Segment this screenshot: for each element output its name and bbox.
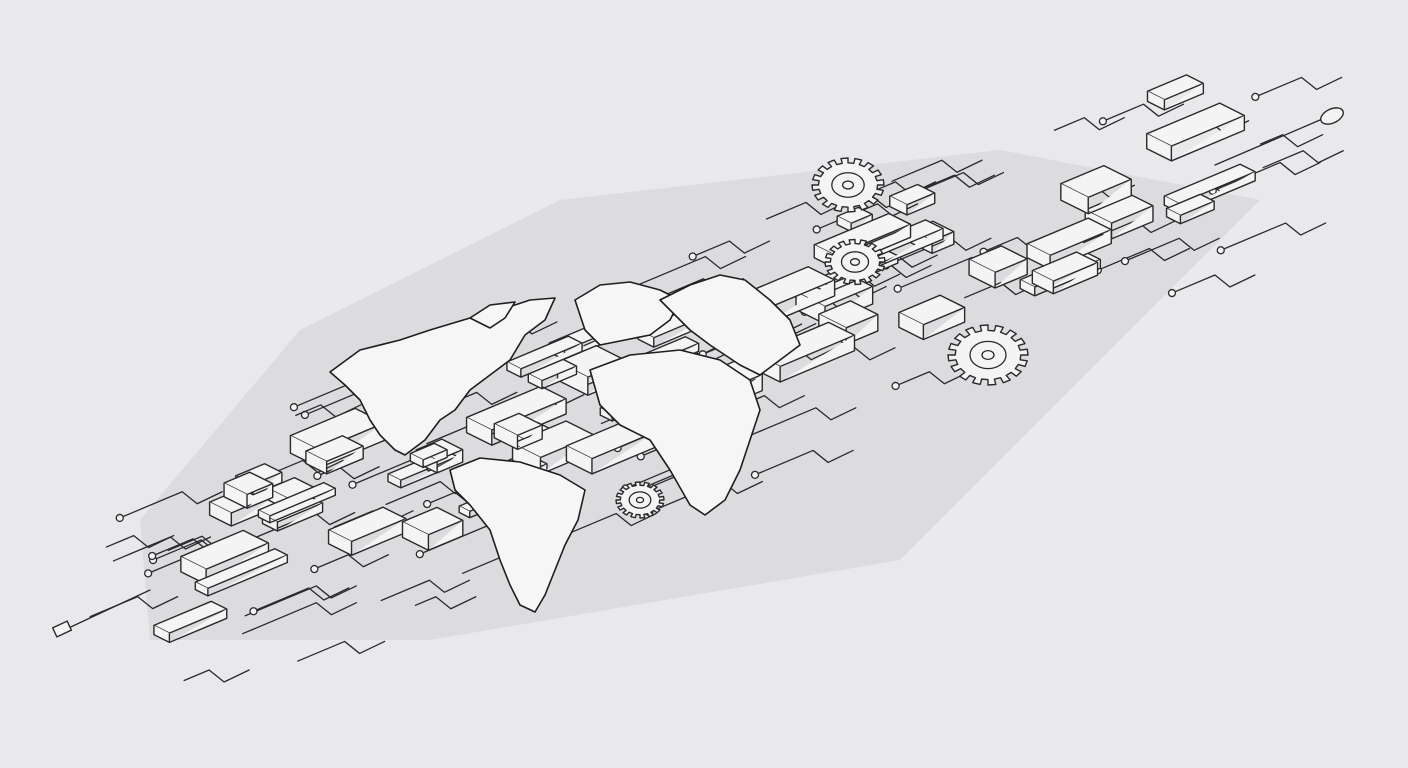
circuit-trace — [1171, 274, 1256, 294]
world-map — [329, 274, 801, 613]
trace-pad — [1216, 246, 1225, 255]
circuit-trace — [885, 237, 992, 267]
trace-pad — [148, 551, 157, 561]
machine-block-side — [194, 554, 289, 597]
probe-left — [51, 589, 151, 638]
trace-pad — [415, 550, 424, 559]
machine-block-side — [968, 258, 1028, 289]
circuit-trace — [550, 512, 657, 542]
north-america — [329, 297, 556, 456]
machine-block-side — [493, 423, 543, 451]
trace-pad — [1167, 288, 1177, 298]
trace-pad — [115, 513, 124, 523]
machine-block-side — [898, 307, 966, 341]
machine-blocks — [153, 74, 1256, 644]
machine-block-side — [527, 366, 578, 390]
africa — [589, 349, 761, 516]
south-america — [449, 457, 586, 613]
machine-block-side — [1146, 83, 1205, 111]
machine-block-side — [1019, 259, 1102, 297]
probe-right — [1214, 107, 1344, 166]
circuit-trace — [119, 491, 223, 519]
circuit-trace — [1053, 117, 1125, 131]
machine-block-side — [401, 520, 464, 551]
trace-pad — [750, 470, 760, 479]
circuit-trace — [891, 159, 983, 182]
trace-pad — [289, 403, 299, 412]
circuit-trace — [692, 240, 771, 258]
trace-pad — [1098, 117, 1108, 126]
circuit-trace — [183, 669, 250, 683]
machine-block-side — [223, 482, 274, 509]
circuit-trace — [414, 596, 477, 610]
circuit-trace — [765, 201, 847, 220]
circuit-trace — [1124, 237, 1220, 262]
circuit-trace — [1254, 76, 1343, 98]
gear-icon — [947, 324, 1029, 386]
gear-axle — [841, 180, 855, 190]
circuit-trace — [380, 579, 471, 602]
asia — [659, 274, 801, 376]
trace-pad — [688, 252, 697, 261]
circuit-trace — [297, 640, 386, 662]
gear-hub — [969, 340, 1007, 370]
trace-pad — [423, 499, 432, 509]
gear-axle — [635, 496, 645, 504]
circuit-trace — [626, 255, 747, 291]
circuit-trace — [112, 536, 212, 562]
gear-hub — [840, 251, 870, 273]
machine-block-side — [409, 449, 448, 469]
circuit-trace — [105, 534, 175, 549]
machine-block-side — [1165, 201, 1215, 225]
gear-hub — [628, 491, 652, 509]
trace-pad — [1120, 256, 1130, 266]
circuit-trace — [754, 449, 854, 476]
gear-hub — [831, 172, 865, 198]
machine-block-side — [506, 343, 583, 378]
gear-axle — [981, 349, 995, 361]
gear-icon — [615, 481, 665, 519]
gear-axle — [849, 258, 861, 266]
trace-pad — [1251, 92, 1260, 102]
machine-block-side — [1146, 115, 1246, 162]
circuit-trace — [244, 585, 357, 617]
trace-pad — [893, 284, 902, 293]
circuit-trace — [1259, 134, 1324, 148]
circuit-trace — [744, 407, 857, 439]
machine-block-side — [1031, 262, 1099, 295]
greenland — [469, 301, 516, 329]
machine-block-side — [305, 446, 364, 475]
circuit-trace — [316, 466, 380, 480]
machine-block-side — [1060, 179, 1132, 215]
machine-block — [1060, 164, 1132, 199]
circuit-trace — [909, 171, 1005, 196]
trace-pad — [313, 471, 322, 481]
circuit-trace — [313, 554, 389, 570]
trace-pad — [143, 569, 153, 578]
trace-pad — [891, 381, 900, 391]
machine-block — [968, 245, 1028, 274]
circuit-trace — [1102, 103, 1185, 122]
gears — [615, 157, 1029, 519]
europe — [574, 281, 681, 346]
circuit-trace — [252, 587, 350, 612]
circuit-trace — [1262, 150, 1344, 169]
machine-block-side — [257, 488, 336, 524]
trace-pad — [812, 225, 821, 234]
trace-pad — [348, 480, 357, 489]
gear-icon — [811, 157, 885, 213]
circuit-trace — [241, 602, 358, 635]
trace-pad — [249, 607, 258, 616]
machine-block — [493, 412, 543, 437]
machine-block — [305, 435, 364, 463]
machine-block-side — [153, 609, 228, 644]
trace-pad — [310, 564, 319, 574]
machine-block-side — [889, 193, 936, 216]
circuit-trace — [1220, 222, 1327, 251]
circuit-trace — [894, 371, 971, 387]
machine-block — [506, 335, 583, 370]
gear-icon — [824, 238, 886, 286]
